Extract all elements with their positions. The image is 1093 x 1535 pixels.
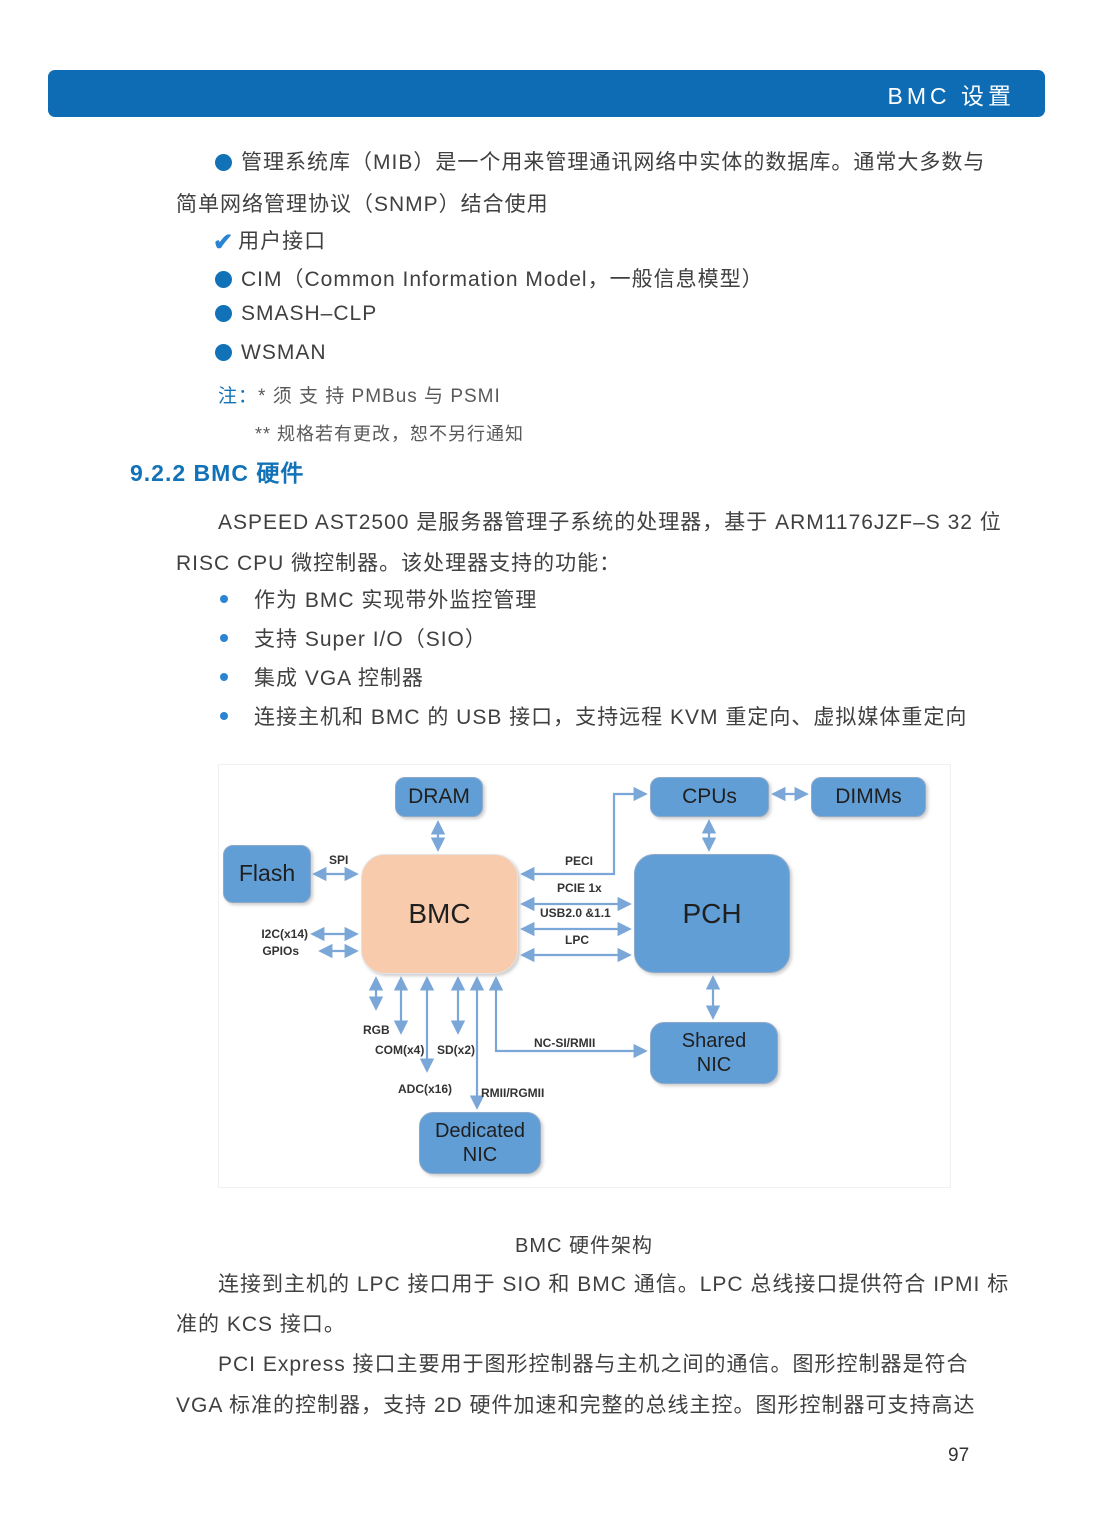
bus-label-gpios: GPIOs xyxy=(262,944,299,958)
feature-text: 集成 VGA 控制器 xyxy=(254,667,424,690)
diagram-box-dimms: DIMMs xyxy=(811,777,926,817)
diagram-box-dedicated-nic: Dedicated NIC xyxy=(419,1112,541,1174)
dram-label: DRAM xyxy=(408,785,470,809)
bullet-item-mib-cont: 简单网络管理协议（SNMP）结合使用 xyxy=(176,188,549,218)
bus-label-i2c: I2C(x14) xyxy=(261,927,308,941)
bmc-label: BMC xyxy=(408,898,471,930)
note-line-2: ** 规格若有更改，恕不另行通知 xyxy=(255,420,524,446)
feature-text: 支持 Super I/O（SIO） xyxy=(254,628,487,651)
page-header-title: BMC 设置 xyxy=(887,82,1015,109)
bus-label-ncsi: NC-SI/RMII xyxy=(534,1036,596,1050)
list-item: 作为 BMC 实现带外监控管理 xyxy=(220,584,537,614)
bullet-icon xyxy=(215,271,232,288)
checkmark-icon: ✔ xyxy=(213,229,235,256)
bus-label-rmii: RMII/RGMII xyxy=(481,1086,545,1100)
bus-label-spi: SPI xyxy=(329,853,349,867)
bullet-mib-text2: 简单网络管理协议（SNMP）结合使用 xyxy=(176,193,549,216)
page-header-bar: BMC 设置 xyxy=(48,70,1045,117)
bullet-item-wsman: WSMAN xyxy=(215,341,327,365)
diagram-box-shared-nic: Shared NIC xyxy=(650,1022,778,1084)
paragraph-pcie-line1: PCI Express 接口主要用于图形控制器与主机之间的通信。图形控制器是符合 xyxy=(218,1353,969,1376)
list-item: 支持 Super I/O（SIO） xyxy=(220,623,487,653)
note-text-1: * 须 支 持 PMBus 与 PSMI xyxy=(258,386,501,407)
note-text-2: ** 规格若有更改，恕不另行通知 xyxy=(255,424,525,444)
diagram-box-flash: Flash xyxy=(223,845,311,903)
note-label: 注： xyxy=(218,386,259,407)
diagram-box-cpus: CPUs xyxy=(650,777,769,817)
note-line-1: 注：* 须 支 持 PMBus 与 PSMI xyxy=(218,381,501,408)
bullet-icon xyxy=(215,305,232,322)
bus-label-usb: USB2.0 &1.1 xyxy=(540,906,611,920)
check-item-text: 用户接口 xyxy=(238,230,327,253)
pch-label: PCH xyxy=(682,897,742,929)
list-bullet-icon xyxy=(220,712,228,720)
list-bullet-icon xyxy=(220,595,228,603)
bullet-mib-text: 管理系统库（MIB）是一个用来管理通讯网络中实体的数据库。通常大多数与 xyxy=(241,151,986,174)
bus-label-sd: SD(x2) xyxy=(437,1043,476,1057)
bullet-item-smash: SMASH–CLP xyxy=(215,302,377,326)
shared-nic-label-line2: NIC xyxy=(696,1054,732,1076)
bullet-cim-text: CIM（Common Information Model，一般信息模型） xyxy=(241,268,764,291)
bus-label-rgb: RGB xyxy=(363,1023,390,1037)
shared-nic-label-line1: Shared xyxy=(681,1030,747,1052)
feature-text: 连接主机和 BMC 的 USB 接口，支持远程 KVM 重定向、虚拟媒体重定向 xyxy=(254,706,968,729)
bus-label-adc: ADC(x16) xyxy=(398,1082,453,1096)
feature-text: 作为 BMC 实现带外监控管理 xyxy=(254,589,538,612)
list-bullet-icon xyxy=(220,673,228,681)
bus-label-pcie: PCIE 1x xyxy=(557,881,602,895)
bullet-item-mib: 管理系统库（MIB）是一个用来管理通讯网络中实体的数据库。通常大多数与 xyxy=(215,146,985,176)
bullet-icon xyxy=(215,154,232,171)
dimms-label: DIMMs xyxy=(835,785,902,809)
bus-label-com: COM(x4) xyxy=(375,1043,425,1057)
bullet-wsman-text: WSMAN xyxy=(241,341,327,364)
list-bullet-icon xyxy=(220,634,228,642)
cpus-label: CPUs xyxy=(682,785,737,809)
bmc-architecture-diagram: DRAM Flash BMC CPUs DIMMs PCH Shared NIC… xyxy=(218,764,951,1188)
paragraph-aspeed-line1: ASPEED AST2500 是服务器管理子系统的处理器，基于 ARM1176J… xyxy=(218,511,1002,534)
section-heading: 9.2.2 BMC 硬件 xyxy=(130,460,305,486)
flash-label: Flash xyxy=(238,860,296,887)
page-number: 97 xyxy=(948,1445,970,1466)
bus-label-peci: PECI xyxy=(565,854,594,868)
dedicated-nic-label-line1: Dedicated xyxy=(434,1120,526,1142)
diagram-arrows xyxy=(310,786,809,1110)
bullet-smash-text: SMASH–CLP xyxy=(241,302,378,325)
paragraph-lpc-line1: 连接到主机的 LPC 接口用于 SIO 和 BMC 通信。LPC 总线接口提供符… xyxy=(218,1273,1010,1296)
bullet-icon xyxy=(215,344,232,361)
list-item: 集成 VGA 控制器 xyxy=(220,662,424,692)
paragraph-aspeed-line2: RISC CPU 微控制器。该处理器支持的功能： xyxy=(176,552,622,575)
diagram-box-pch: PCH xyxy=(634,854,790,973)
bullet-item-cim: CIM（Common Information Model，一般信息模型） xyxy=(215,263,764,293)
paragraph-pcie-line2: VGA 标准的控制器，支持 2D 硬件加速和完整的总线主控。图形控制器可支持高达 xyxy=(176,1394,976,1417)
list-item: 连接主机和 BMC 的 USB 接口，支持远程 KVM 重定向、虚拟媒体重定向 xyxy=(220,701,967,731)
diagram-caption: BMC 硬件架构 xyxy=(515,1235,653,1257)
bus-label-lpc: LPC xyxy=(565,933,589,947)
diagram-box-dram: DRAM xyxy=(395,777,483,817)
diagram-box-bmc: BMC xyxy=(361,854,518,974)
check-item-user-interface: ✔用户接口 xyxy=(213,225,326,257)
paragraph-lpc-line2: 准的 KCS 接口。 xyxy=(176,1313,346,1336)
dedicated-nic-label-line2: NIC xyxy=(462,1144,498,1166)
